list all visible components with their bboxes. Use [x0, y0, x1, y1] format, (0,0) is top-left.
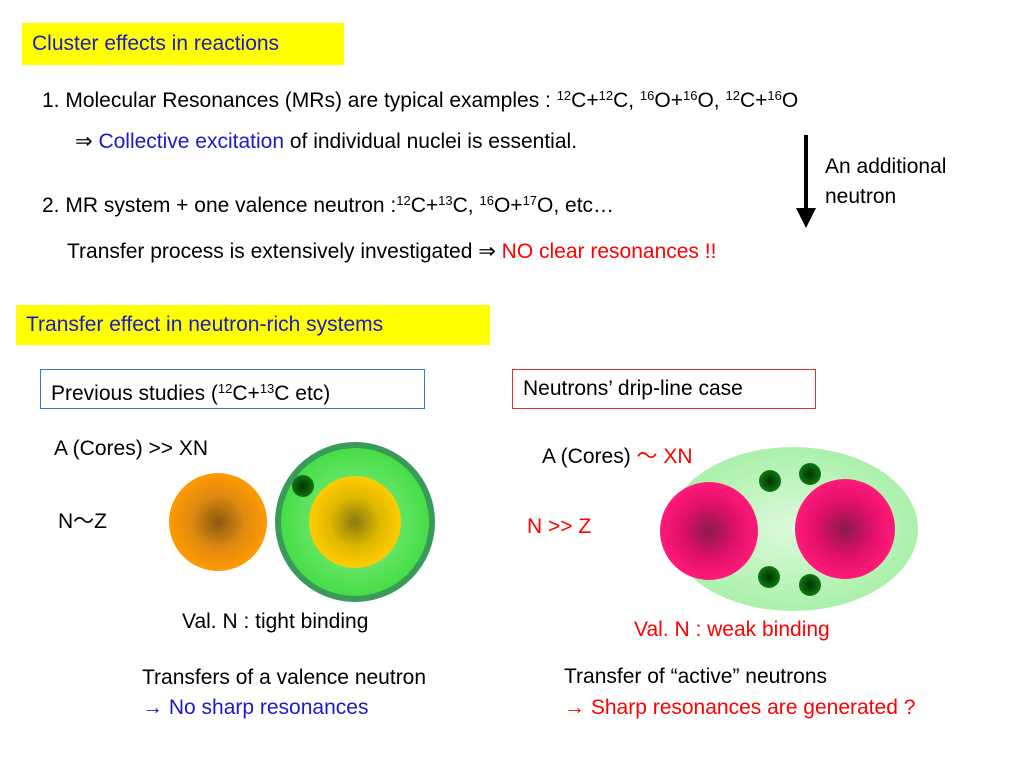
right-neutron-top-right	[799, 463, 821, 485]
left-nz-label: N〜Z	[58, 510, 107, 533]
left-core-nucleus-2	[309, 476, 401, 568]
item2-text-2: O+	[493, 194, 523, 217]
item1-sup-4: 12	[725, 88, 740, 103]
item2-sup-2: 16	[479, 193, 494, 208]
right-nz-label: N >> Z	[527, 515, 592, 538]
left-box-text-0: C+	[232, 382, 260, 405]
implication-rest: of individual nuclei is essential.	[284, 130, 578, 153]
item2-prefix: 2. MR system + one valence neutron :	[42, 194, 397, 217]
right-cores-label: A (Cores) 〜 XN	[542, 440, 693, 470]
item1-text-3: O,	[697, 89, 726, 112]
transfer-text: Transfer process is extensively investig…	[67, 240, 502, 263]
transfer-highlight: NO clear resonances !!	[501, 240, 717, 263]
left-box-sup-0: 12	[217, 381, 233, 396]
item1-sup-5: 16	[767, 88, 782, 103]
section1-title: Cluster effects in reactions	[22, 23, 344, 65]
item1-text-5: O	[781, 89, 799, 112]
left-cores-label: A (Cores) >> XN	[54, 437, 209, 460]
right-neutron-top-left	[759, 470, 781, 492]
right-binding-label: Val. N : weak binding	[634, 618, 830, 641]
left-summary2: → No sharp resonances	[142, 696, 369, 719]
item1-sup-0: 12	[556, 88, 572, 103]
item2-sup-3: 17	[522, 193, 538, 208]
right-core-right	[795, 479, 895, 579]
left-valence-neutron	[292, 475, 314, 497]
left-box-sup-1: 13	[259, 381, 275, 396]
item1-line: 1. Molecular Resonances (MRs) are typica…	[42, 88, 798, 113]
right-cores-prefix: A (Cores)	[542, 445, 637, 468]
right-summary2: → Sharp resonances are generated ?	[564, 696, 916, 719]
item2-text-3: O, etc…	[537, 194, 615, 217]
implication-arrow: ⇒	[75, 130, 99, 153]
left-summary1: Transfers of a valence neutron	[142, 666, 427, 689]
note-line2: neutron	[825, 185, 897, 208]
left-core-nucleus	[169, 473, 267, 571]
right-cores-suffix: 〜 XN	[636, 445, 693, 468]
implication-line: ⇒ Collective excitation of individual nu…	[75, 129, 577, 154]
item1-sup-1: 12	[598, 88, 614, 103]
item2-sup-0: 12	[396, 193, 411, 208]
left-binding-label: Val. N : tight binding	[182, 610, 369, 633]
item1-prefix: 1. Molecular Resonances (MRs) are typica…	[42, 89, 557, 112]
right-summary1: Transfer of “active” neutrons	[564, 665, 827, 688]
implication-highlight: Collective excitation	[98, 130, 285, 153]
previous-studies-box: Previous studies (12C+13C etc)	[40, 369, 425, 409]
right-core-left	[660, 482, 758, 580]
item1-text-2: O+	[654, 89, 683, 112]
item1-sup-3: 16	[683, 88, 698, 103]
additional-neutron-note: An additional neutron	[825, 152, 946, 212]
item2-sup-1: 13	[438, 193, 453, 208]
item2-text-0: C+	[410, 194, 439, 217]
down-arrow-icon	[796, 135, 816, 228]
transfer-line: Transfer process is extensively investig…	[67, 239, 716, 264]
item1-text-4: C+	[739, 89, 768, 112]
item2-line: 2. MR system + one valence neutron :12C+…	[42, 193, 614, 218]
right-neutron-bottom-right	[799, 574, 821, 596]
item1-sup-2: 16	[639, 88, 655, 103]
note-line1: An additional	[825, 155, 947, 178]
item2-text-1: C,	[452, 194, 480, 217]
right-neutron-bottom-left	[758, 566, 780, 588]
left-box-text-1: C etc)	[274, 382, 331, 405]
item1-text-0: C+	[571, 89, 599, 112]
item1-text-1: C,	[613, 89, 640, 112]
left-box-prefix: Previous studies (	[51, 382, 218, 405]
section2-title: Transfer effect in neutron-rich systems	[16, 305, 490, 345]
drip-line-box: Neutrons’ drip-line case	[512, 369, 816, 409]
